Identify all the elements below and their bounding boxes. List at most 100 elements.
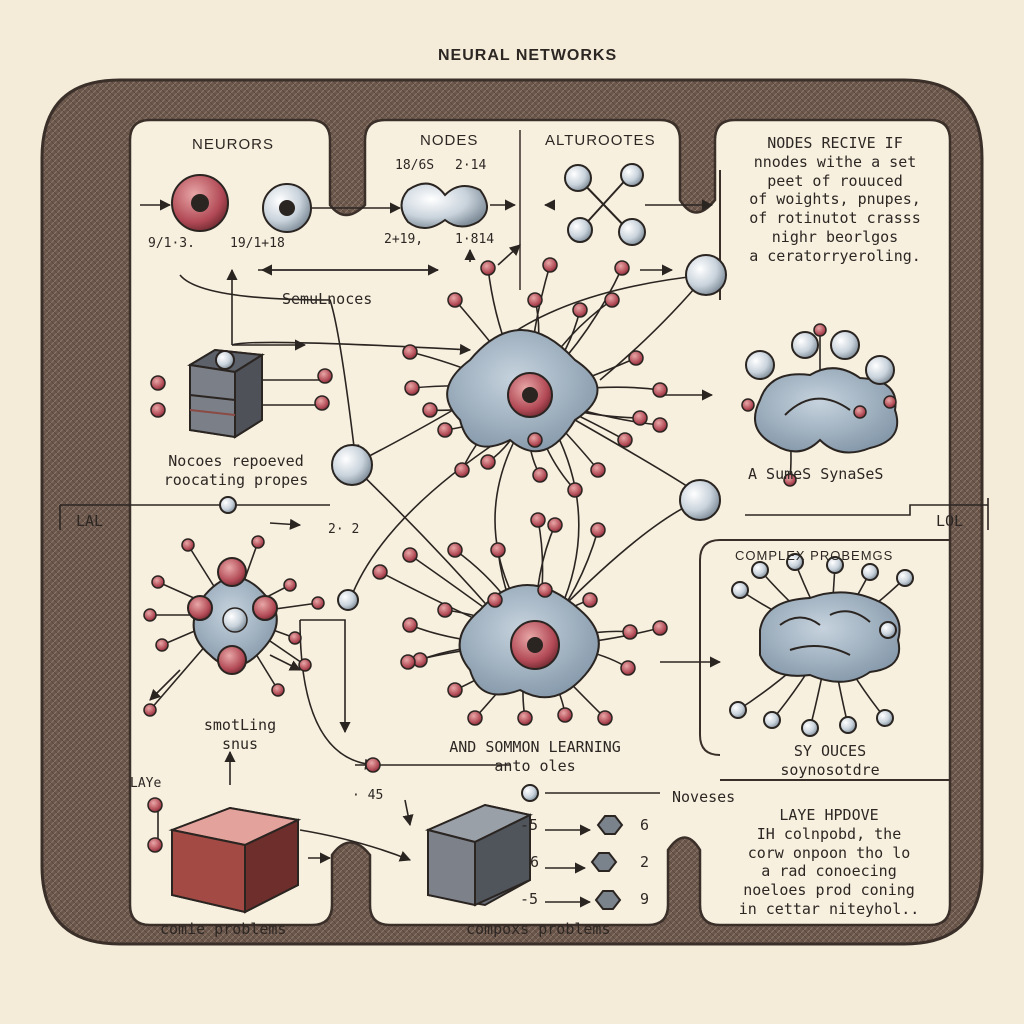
label-2-19: 2+19, xyxy=(384,232,424,247)
label-nodes-recive: NODES RECIVE IF nnodes withe a set peet … xyxy=(749,134,921,265)
node-dot-red xyxy=(437,602,453,618)
node-dot-red xyxy=(150,402,166,418)
peanut-node xyxy=(400,182,488,229)
node-dot-red xyxy=(447,292,463,308)
arrow xyxy=(149,669,181,701)
arrow xyxy=(497,244,521,266)
arrow xyxy=(269,654,302,671)
node-dot-red xyxy=(614,260,630,276)
node-dot-red xyxy=(317,368,333,384)
node-dot-red xyxy=(542,257,558,273)
node-dot-red xyxy=(271,683,285,697)
node-dot-red xyxy=(402,344,418,360)
node-dot-red xyxy=(604,292,620,308)
synapse-blob xyxy=(745,330,899,454)
label-18-6s: 18/6S xyxy=(395,158,435,173)
label-45: · 45 xyxy=(352,788,384,803)
node-dot-red xyxy=(404,380,420,396)
neuron-blue-eye xyxy=(262,183,312,233)
node-ball-brain xyxy=(786,553,804,571)
node-dot-red xyxy=(422,402,438,418)
label-a-sumes-synases: A SumeS SynaSeS xyxy=(748,465,884,483)
node-dot-red xyxy=(567,482,583,498)
label-9-13: 9/1·3. xyxy=(148,236,195,251)
node-dot-red xyxy=(652,382,668,398)
node-dot-red xyxy=(480,454,496,470)
stack-row-2-right: 2 xyxy=(640,853,650,871)
label-2-2: 2· 2 xyxy=(328,522,360,537)
node-dot-red xyxy=(150,375,166,391)
node-dot-red xyxy=(652,620,668,636)
label-laye-hpdove: LAYE HPDOVE IH colnpobd, the corw onpoon… xyxy=(738,806,920,918)
label-and-sommon: AND SOMMON LEARNING anto oles xyxy=(449,738,621,775)
node-dot-red xyxy=(590,522,606,538)
stack-row-1-right: 6 xyxy=(640,816,650,834)
node-dot-red xyxy=(652,417,668,433)
page-title: NEURAL NETWORKS xyxy=(438,47,618,64)
node-dot-red xyxy=(283,578,297,592)
label-compoxs-problems: compoxs problems xyxy=(466,920,611,938)
label-neurors: NEURORS xyxy=(192,136,275,153)
node-dot-red xyxy=(557,707,573,723)
label-nodes: NODES xyxy=(420,132,479,149)
label-2-14: 2·14 xyxy=(455,158,487,173)
node-dot-red xyxy=(597,710,613,726)
node-ball-brain xyxy=(876,709,894,727)
node-dot-red xyxy=(147,797,163,813)
label-19-18: 19/1+18 xyxy=(230,236,285,251)
node-dot-red xyxy=(532,467,548,483)
node-dot-red xyxy=(527,292,543,308)
node-dot-red xyxy=(582,592,598,608)
arrow xyxy=(299,619,377,770)
node-dot-red xyxy=(813,323,827,337)
node-ball-brain xyxy=(896,569,914,587)
node-dot-red xyxy=(517,710,533,726)
bus-line-left xyxy=(59,504,330,530)
node-dot-red xyxy=(620,660,636,676)
node-dot-red xyxy=(853,405,867,419)
arrow xyxy=(179,274,360,457)
node-ball-brain xyxy=(729,701,747,719)
node-ball-brain xyxy=(839,716,857,734)
node-ball-brain xyxy=(801,719,819,737)
label-lal: LAL xyxy=(76,512,104,530)
node-dot-red xyxy=(143,703,157,717)
axon-link xyxy=(349,439,501,601)
cube-top-left xyxy=(187,348,265,439)
label-noveses: Noveses xyxy=(672,788,736,806)
node-dot-red xyxy=(298,658,312,672)
node-dot-red xyxy=(741,398,755,412)
node-dot-red xyxy=(402,547,418,563)
arrow xyxy=(299,829,412,862)
node-dot-red xyxy=(480,260,496,276)
node-dot-red xyxy=(537,582,553,598)
node-dot-red xyxy=(454,462,470,478)
stack-row-1-left: -5 xyxy=(520,816,539,834)
node-dot-red xyxy=(151,575,165,589)
node-ball-right-mid xyxy=(679,479,721,521)
node-dot-red xyxy=(530,512,546,528)
node-ball-brain xyxy=(861,563,879,581)
node-dot-red xyxy=(590,462,606,478)
node-dot-red xyxy=(628,350,644,366)
node-dot-red xyxy=(143,608,157,622)
node-dot-red xyxy=(783,473,797,487)
node-dot-red xyxy=(622,624,638,640)
neuron-body-center-top xyxy=(446,329,599,453)
node-dot-red xyxy=(311,596,325,610)
hex-node-stack xyxy=(590,815,624,910)
arrow-lines xyxy=(140,199,722,908)
node-dot-red xyxy=(314,395,330,411)
label-smotling-snus: smotLing snus xyxy=(203,716,277,753)
arrow xyxy=(231,341,472,356)
node-ball-brain xyxy=(826,556,844,574)
node-dot-red xyxy=(288,631,302,645)
node-ball-small xyxy=(337,589,359,611)
node-ball-brain xyxy=(731,581,749,599)
node-dot-red xyxy=(617,432,633,448)
axon-link xyxy=(554,429,580,611)
node-dot-red xyxy=(883,395,897,409)
node-ball-bus xyxy=(219,496,237,514)
